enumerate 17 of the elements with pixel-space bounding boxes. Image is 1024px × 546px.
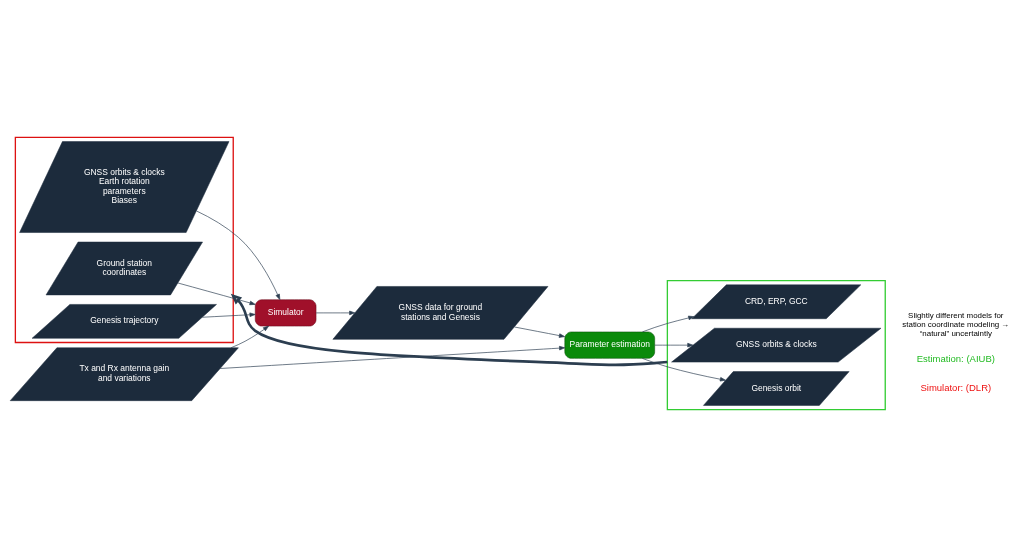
arrow	[230, 293, 668, 366]
cluster	[666, 279, 886, 410]
label: Estimation: (AIUB)	[916, 352, 995, 364]
arrow	[196, 210, 281, 300]
arrow	[654, 342, 694, 347]
arrow	[202, 312, 256, 318]
arrow	[642, 315, 695, 332]
node-box: Simulator	[255, 298, 317, 326]
arrow	[514, 326, 565, 338]
cluster	[14, 136, 234, 343]
node-box: Parameter estimation	[564, 331, 655, 359]
label: Simulator: (DLR)	[920, 381, 992, 393]
arrow	[219, 345, 566, 369]
arrow	[315, 310, 356, 315]
arrow	[230, 325, 269, 348]
arrow	[177, 282, 256, 305]
arrow	[642, 357, 726, 381]
